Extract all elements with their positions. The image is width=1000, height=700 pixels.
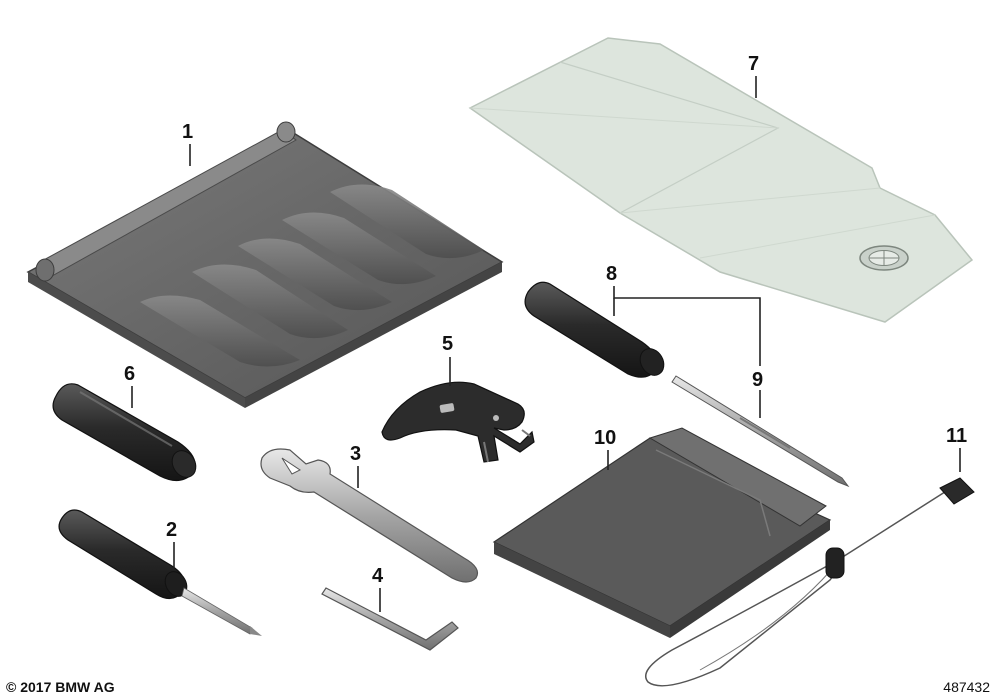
part-7-floor-mat	[468, 37, 974, 323]
part-8-screwdriver-handle	[524, 281, 665, 378]
callout-5: 5	[442, 333, 453, 355]
callout-numbers: 1 7 6 5 3 2 4 8 9 10 11	[124, 53, 967, 587]
part-10-case	[492, 427, 832, 638]
diagram-id: 487432	[943, 679, 990, 695]
callout-3: 3	[350, 443, 361, 465]
callout-4: 4	[372, 565, 384, 587]
part-6-screwdriver-handle	[52, 383, 197, 482]
callout-7: 7	[748, 53, 759, 75]
callout-9: 9	[752, 369, 763, 391]
part-4-hex-key	[321, 587, 459, 651]
part-5-bolt-tool	[381, 381, 535, 463]
part-9-screwdriver-bit	[671, 375, 850, 488]
leader-lines	[131, 76, 961, 612]
part-3-wrench	[260, 448, 479, 583]
part-11-cable-loop	[645, 477, 975, 687]
callout-11: 11	[946, 425, 967, 447]
part-2-screwdriver	[58, 509, 262, 636]
callout-8: 8	[606, 263, 617, 285]
bmw-logo-icon	[859, 245, 909, 271]
callout-1: 1	[182, 121, 193, 143]
part-1-tool-tray	[26, 121, 504, 408]
callout-10: 10	[594, 427, 616, 449]
copyright-text: © 2017 BMW AG	[6, 679, 115, 695]
callout-2: 2	[166, 519, 177, 541]
callout-6: 6	[124, 363, 135, 385]
